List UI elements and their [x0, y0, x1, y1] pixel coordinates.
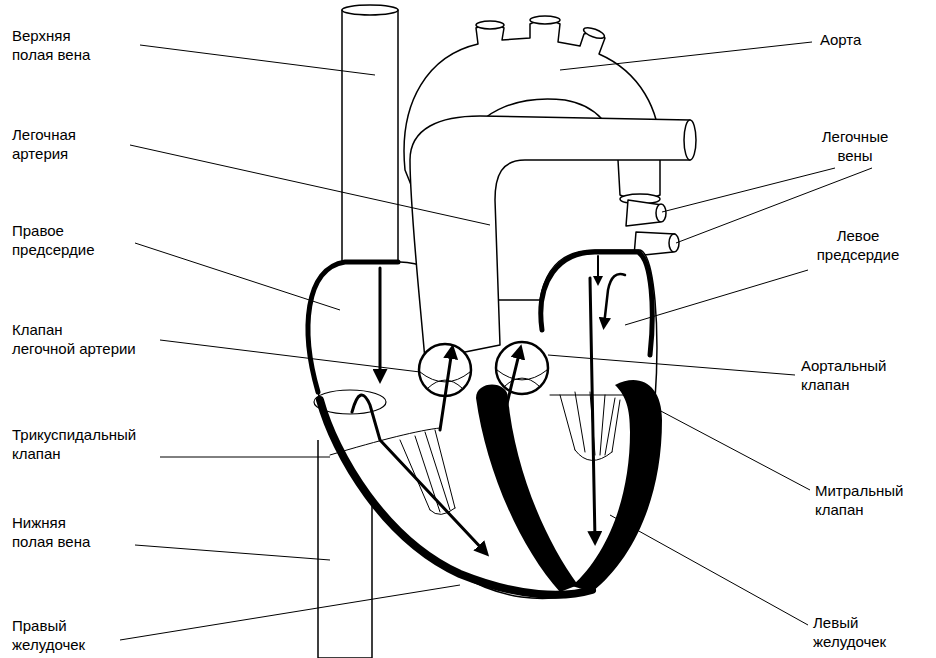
part-label: Трикуспидальный клапан: [12, 425, 157, 463]
label-line: клапан: [12, 445, 61, 462]
left-atrium-wall: [541, 252, 652, 355]
flow-arrow: [440, 350, 452, 430]
label-line: Аорта: [820, 31, 861, 48]
leader-line: [640, 400, 810, 490]
pulmonary-artery: [410, 116, 690, 360]
vessel-opening: [669, 234, 679, 252]
left-ventricle-wall: [572, 380, 662, 592]
label-line: Аортальный: [801, 357, 886, 374]
label-line: легочной артерии: [12, 340, 136, 357]
flow-arrow: [604, 274, 625, 325]
vessel-opening: [656, 204, 666, 222]
leader-line: [160, 340, 420, 372]
leader-line: [625, 270, 808, 325]
part-label: Верхняя полая вена: [12, 26, 142, 64]
part-label: Клапан легочной артерии: [12, 320, 157, 358]
part-label: Аортальный клапан: [801, 356, 911, 394]
label-line: вены: [837, 147, 872, 164]
part-label: Аорта: [820, 30, 920, 49]
part-label: Правый желудочек: [12, 616, 142, 654]
label-line: Трикуспидальный: [12, 426, 136, 443]
label-line: Верхняя: [12, 27, 71, 44]
chordae: [560, 392, 620, 461]
part-label: Легочные вены: [805, 127, 905, 165]
flow-arrow: [379, 268, 382, 378]
leader-line: [140, 45, 375, 75]
vessel-opening: [530, 16, 560, 24]
vessel-opening: [684, 120, 696, 160]
label-line: Легочные: [822, 128, 889, 145]
flow-arrow: [505, 350, 520, 412]
leader-line: [548, 355, 795, 375]
right-atrium-wall: [308, 262, 398, 392]
label-line: артерия: [12, 145, 68, 162]
leader-line: [135, 545, 330, 560]
leader-line: [130, 145, 490, 225]
label-line: полая вена: [12, 533, 90, 550]
vessel-opening: [582, 25, 605, 40]
valve-cusp: [497, 370, 547, 386]
leader-line: [120, 585, 460, 640]
label-line: Правое: [12, 222, 64, 239]
vessel-opening: [342, 5, 398, 15]
leader-line: [610, 515, 808, 625]
flow-arrow: [597, 256, 599, 282]
label-line: Митральный: [815, 482, 903, 499]
flow-arrow: [590, 278, 595, 540]
leader-line: [662, 168, 835, 212]
label-line: желудочек: [813, 633, 886, 650]
part-label: Левый желудочек: [813, 613, 923, 651]
label-line: предсердие: [12, 241, 95, 258]
aortic-valve: [496, 342, 548, 394]
label-line: Левый: [813, 614, 858, 631]
label-line: желудочек: [12, 636, 85, 653]
label-line: Левое: [837, 227, 880, 244]
label-line: клапан: [801, 376, 850, 393]
label-line: Нижняя: [12, 514, 66, 531]
part-label: Нижняя полая вена: [12, 513, 142, 551]
label-line: клапан: [815, 501, 864, 518]
part-label: Левое предсердие: [808, 226, 908, 264]
label-line: Правый: [12, 617, 67, 634]
leader-line: [560, 42, 812, 70]
tricuspid-ring: [314, 390, 386, 414]
leader-line: [135, 243, 340, 310]
flow-arrow: [352, 395, 485, 552]
label-line: Легочная: [12, 126, 76, 143]
label-line: полая вена: [12, 46, 90, 63]
septum: [476, 385, 578, 593]
vessel-opening: [476, 21, 504, 29]
part-label: Митральный клапан: [815, 481, 925, 519]
label-line: Клапан: [12, 321, 63, 338]
superior-vena-cava: [342, 10, 398, 290]
part-label: Легочная артерия: [12, 125, 142, 163]
part-label: Правое предсердие: [12, 221, 142, 259]
valve-cusp: [420, 372, 470, 388]
label-line: предсердие: [817, 246, 900, 263]
leader-line: [160, 457, 330, 458]
